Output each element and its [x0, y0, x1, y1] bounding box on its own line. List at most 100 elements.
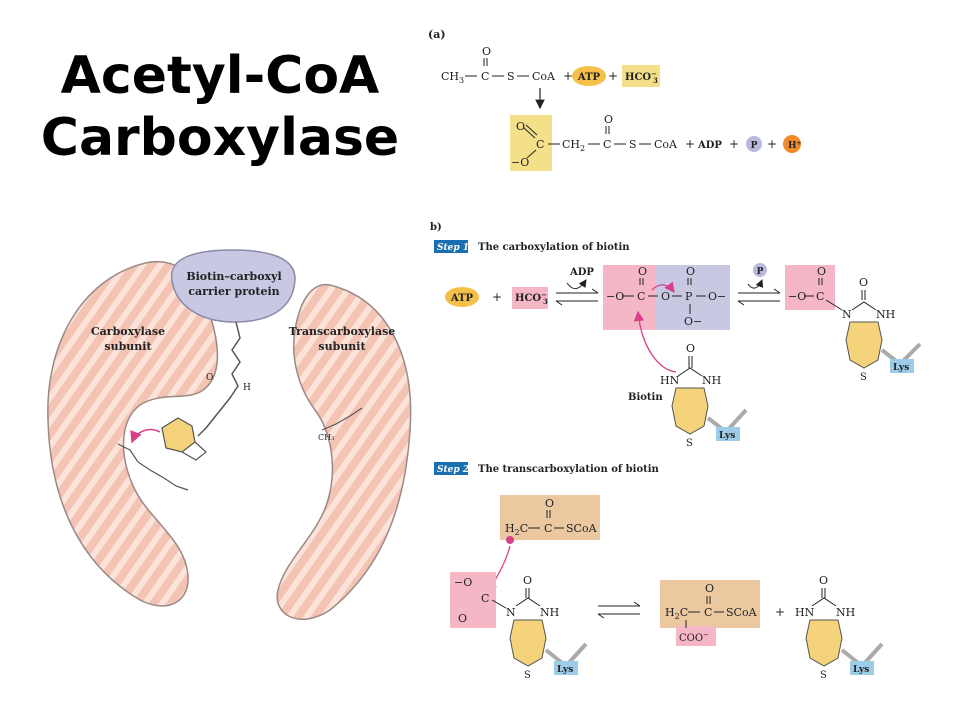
s2-h2c: H2C — [505, 522, 528, 537]
s2-scoa2: SCoA — [726, 606, 758, 619]
step1-badge-bg — [434, 240, 468, 253]
carboxylase-label-line2: subunit — [104, 340, 152, 353]
s2-nh2: NH — [836, 606, 855, 619]
eq2-c: C — [536, 138, 544, 151]
carboxylase-label-line1: Carboxylase — [91, 325, 165, 338]
phosphate-badge-a — [746, 136, 762, 152]
enzyme-complex-illustration: O H CH₃ Biotin–carboxyl carrier protein … — [47, 249, 412, 620]
eq2-p: P — [751, 141, 758, 151]
s2-o2: O — [458, 612, 467, 625]
atp-badge — [572, 66, 606, 86]
step2-title: The transcarboxylation of biotin — [478, 464, 660, 475]
s2-h2c-2: H2C — [665, 606, 688, 621]
lys-2: Lys — [719, 431, 735, 441]
biotin-ring — [161, 417, 196, 453]
step1-p: P — [757, 267, 764, 277]
bio-hn: HN — [660, 374, 680, 387]
title-line-2: Carboxylase — [40, 108, 400, 168]
s2-o3: O — [523, 574, 532, 587]
s2-coo: COO− — [679, 631, 709, 644]
eq1-coa: CoA — [532, 70, 556, 83]
step1-c2: C — [816, 290, 824, 303]
eq2-o-minus: −O — [511, 156, 529, 169]
step1-title: The carboxylation of biotin — [478, 242, 630, 253]
panel-b-step1: b) Step 1 The carboxylation of biotin AT… — [430, 222, 922, 449]
eq1-ch3: CH3 — [441, 70, 464, 85]
eq2-adp: ADP — [697, 140, 722, 151]
atp-badge-b — [445, 287, 479, 307]
phosphate-box — [655, 265, 730, 330]
panel-b-label: b) — [430, 222, 442, 233]
eq1-s: S — [507, 70, 515, 83]
lys-box-3 — [554, 661, 578, 675]
eq2-plus2: + — [729, 137, 739, 151]
s2-c3: C — [704, 606, 712, 619]
coo-box — [676, 626, 716, 646]
step1-o3: O — [817, 265, 826, 278]
step1-plus: + — [492, 290, 502, 304]
panel-b-step2: Step 2 The transcarboxylation of biotin … — [434, 462, 884, 681]
step1-o-minus: −O — [606, 290, 624, 303]
carboxylase-subunit — [47, 260, 219, 607]
step1-badge: Step 1 — [437, 243, 469, 253]
s2-nh1: NH — [540, 606, 559, 619]
eq2-ch2: CH2 — [562, 138, 585, 153]
acetyl-coa-bound — [321, 407, 363, 431]
malonyl-box — [510, 115, 552, 171]
step1-o-minus4: −O — [788, 290, 806, 303]
phosphate-badge-b — [753, 263, 767, 277]
s2-s2: S — [820, 670, 827, 681]
carboxybiotin-box-2 — [450, 572, 496, 628]
cb-s: S — [860, 372, 867, 383]
transcarboxylase-subunit — [276, 284, 412, 620]
title-line-1: Acetyl-CoA — [60, 46, 380, 106]
step1-o-minus2: O− — [708, 290, 726, 303]
s2-o5: O — [819, 574, 828, 587]
step1-adp: ADP — [569, 267, 594, 278]
panel-a-label: (a) — [428, 28, 446, 41]
svg-text:H: H — [243, 383, 251, 393]
eq2-h: H+ — [788, 140, 802, 151]
lys-box-2 — [716, 427, 740, 441]
eq2-coa: CoA — [654, 138, 678, 151]
eq2-s: S — [629, 138, 637, 151]
lys-box-1 — [890, 359, 914, 373]
lys-box-4 — [850, 661, 874, 675]
step1-o-bridge: O — [661, 290, 670, 303]
step1-atp: ATP — [450, 293, 474, 304]
svg-text:O: O — [206, 373, 213, 383]
bio-s: S — [686, 438, 693, 449]
eq2-o-top: O — [516, 120, 525, 133]
s2-plus: + — [775, 605, 785, 619]
carboxyphosphate — [117, 443, 189, 491]
step1-p-atom: P — [685, 290, 693, 303]
step1-c: C — [637, 290, 645, 303]
step1-o1: O — [638, 265, 647, 278]
step2-badge-bg — [434, 462, 468, 475]
step1-o2: O — [686, 265, 695, 278]
cb-n: N — [842, 308, 852, 321]
carbanion-dot — [506, 536, 514, 544]
slide-title: Acetyl-CoA Carboxylase — [20, 45, 420, 169]
svg-text:CH₃: CH₃ — [318, 433, 334, 442]
eq2-plus3: + — [767, 137, 777, 151]
step1-o-minus3: O− — [684, 315, 702, 328]
eq1-o: O — [482, 45, 491, 58]
cb-o: O — [859, 276, 868, 289]
carboxyl-box — [603, 265, 655, 330]
carrier-label-line1: Biotin–carboxyl — [186, 270, 281, 283]
transcarboxylase-label-line2: subunit — [318, 340, 366, 353]
hco3-box — [622, 65, 660, 87]
lys-1: Lys — [893, 363, 909, 373]
transcarboxylase-label-line1: Transcarboxylase — [289, 325, 396, 338]
eq1-atp: ATP — [577, 72, 601, 83]
eq2-c2: C — [603, 138, 611, 151]
s2-s1: S — [524, 670, 531, 681]
biotin-arm — [197, 321, 241, 437]
eq1-hco3: HCO−3 — [625, 69, 658, 85]
cb-nh: NH — [876, 308, 895, 321]
eq1-plus2: + — [608, 69, 618, 83]
bio-o: O — [686, 342, 695, 355]
panel-a: (a) CH3 C O S CoA + ATP + HCO−3 O −O C C… — [428, 28, 802, 171]
